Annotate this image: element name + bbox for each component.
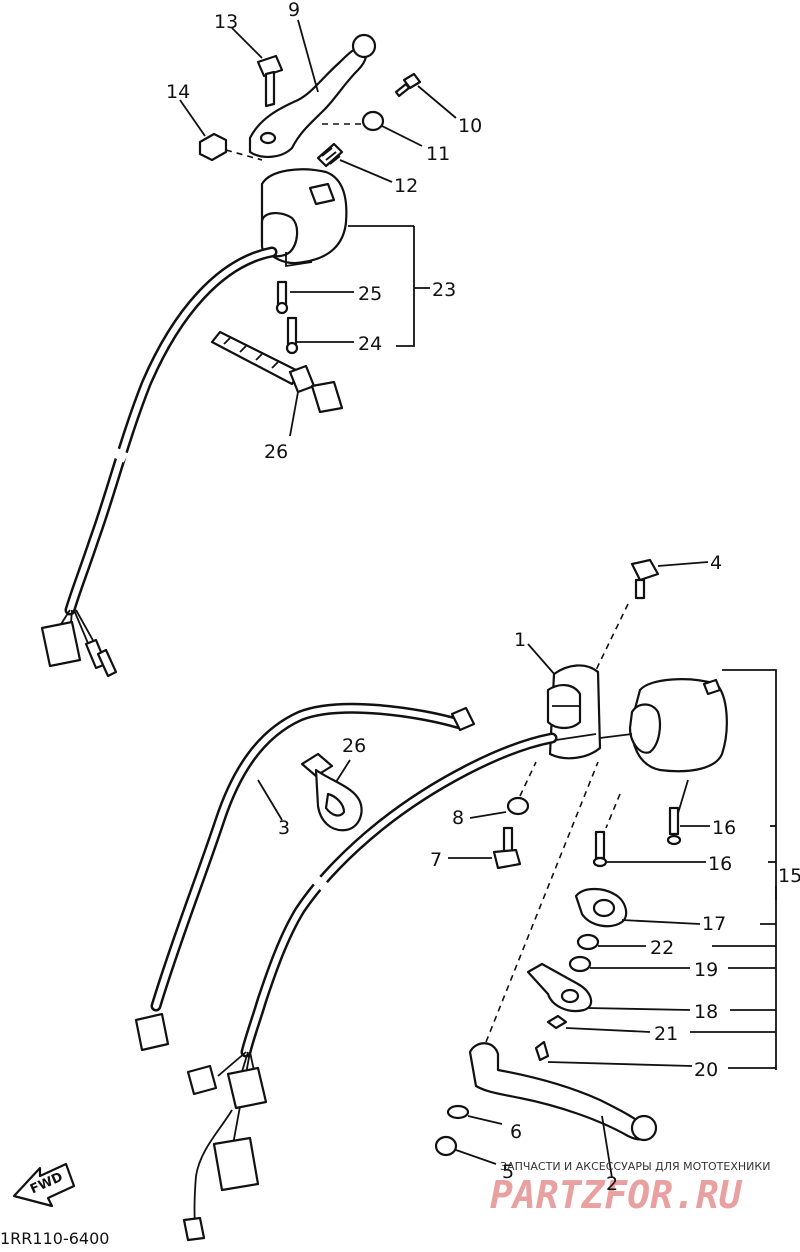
part-19-washer [568, 955, 776, 973]
callout-25: 25 [358, 283, 382, 305]
lower-switch-cable [240, 732, 558, 1058]
callout-24: 24 [358, 333, 382, 355]
part-17-cam [574, 887, 776, 928]
lower-connectors [182, 1051, 268, 1242]
callouts: 13 9 14 10 11 12 23 25 24 26 4 1 26 3 8 … [166, 0, 800, 1195]
callout-4: 4 [710, 552, 722, 574]
part-4-screw [595, 558, 709, 671]
part-18-pivot [526, 962, 776, 1013]
part-22-washer [576, 933, 776, 951]
upper-switch-housing [260, 168, 414, 268]
part-5-cover [434, 1135, 497, 1165]
callout-7: 7 [430, 849, 442, 871]
watermark-logo: PARTZFOR.RU [490, 1173, 743, 1217]
part-12-spring [316, 142, 393, 183]
callout-26-lower: 26 [342, 735, 366, 757]
callout-16-b: 16 [708, 853, 732, 875]
callout-10: 10 [458, 115, 482, 137]
callout-18: 18 [694, 1001, 718, 1023]
callout-26-upper: 26 [264, 441, 288, 463]
part-21-nut [546, 1014, 776, 1033]
part-10-screw [394, 72, 457, 119]
part-26-cable-tie-lower [300, 752, 363, 832]
part-8-washer [469, 761, 537, 819]
callout-16-a: 16 [712, 817, 736, 839]
part-2-lever [468, 761, 658, 1179]
part-11-cap [322, 110, 423, 147]
fwd-arrow-icon: FWD [12, 1162, 76, 1208]
part-16-screws [592, 793, 776, 868]
part-20-bolt [534, 1040, 776, 1069]
callout-19: 19 [694, 959, 718, 981]
callout-17: 17 [702, 913, 726, 935]
callout-13: 13 [214, 11, 238, 33]
part-6-ring [446, 1104, 503, 1125]
callout-9: 9 [288, 0, 300, 21]
callout-20: 20 [694, 1059, 718, 1081]
part-7-bolt [448, 826, 522, 870]
callout-23: 23 [432, 279, 456, 301]
callout-21: 21 [654, 1023, 678, 1045]
part-13-pivot-bolt [231, 27, 284, 108]
callout-3: 3 [278, 817, 290, 839]
callout-15: 15 [778, 865, 800, 887]
part-14-nut [179, 99, 263, 162]
part-1-clamp [527, 643, 602, 760]
callout-8: 8 [452, 807, 464, 829]
part-26-cable-tie-upper [210, 330, 344, 437]
part-9-lever [248, 19, 377, 158]
bracket-23-group [275, 226, 430, 355]
right-switch-housing [599, 669, 777, 1070]
callout-5: 5 [502, 1161, 514, 1183]
callout-6: 6 [510, 1121, 522, 1143]
callout-2: 2 [606, 1173, 618, 1195]
cable-3 [134, 702, 476, 1052]
callout-12: 12 [394, 175, 418, 197]
drawing-code: 1RR110-6400 [0, 1229, 109, 1248]
watermark: ЗАПЧАСТИ И АКСЕССУАРЫ ДЛЯ МОТОТЕХНИКИ PA… [490, 1160, 770, 1217]
callout-14: 14 [166, 81, 190, 103]
upper-switch-cable [64, 246, 278, 616]
upper-connectors [40, 609, 118, 678]
callout-22: 22 [650, 937, 674, 959]
watermark-tagline: ЗАПЧАСТИ И АКСЕССУАРЫ ДЛЯ МОТОТЕХНИКИ [500, 1160, 770, 1173]
callout-11: 11 [426, 143, 450, 165]
callout-1: 1 [514, 629, 526, 651]
